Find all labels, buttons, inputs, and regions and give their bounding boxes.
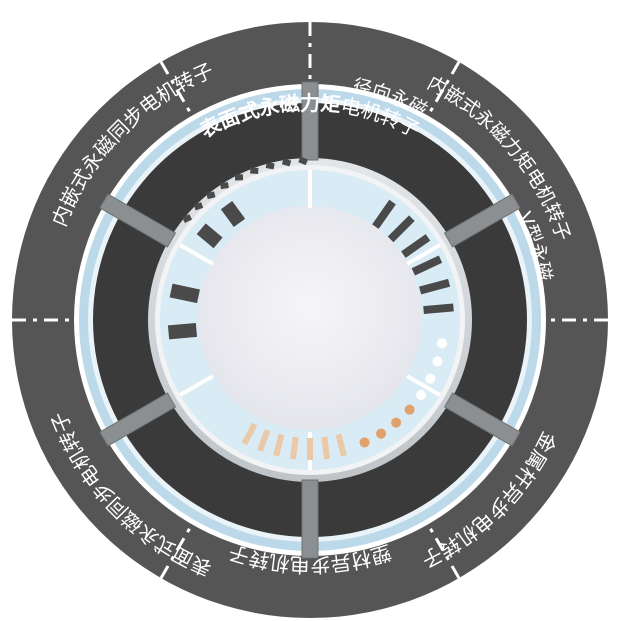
spokes bbox=[99, 81, 521, 559]
surface-magnets-top bbox=[182, 156, 308, 224]
segment-dividers bbox=[12, 22, 608, 579]
metal-bar-dots bbox=[359, 338, 447, 448]
cage-bars bbox=[241, 422, 347, 460]
interior-magnets bbox=[167, 201, 246, 340]
radial-magnets bbox=[372, 199, 454, 315]
rotor-hub bbox=[198, 206, 422, 430]
